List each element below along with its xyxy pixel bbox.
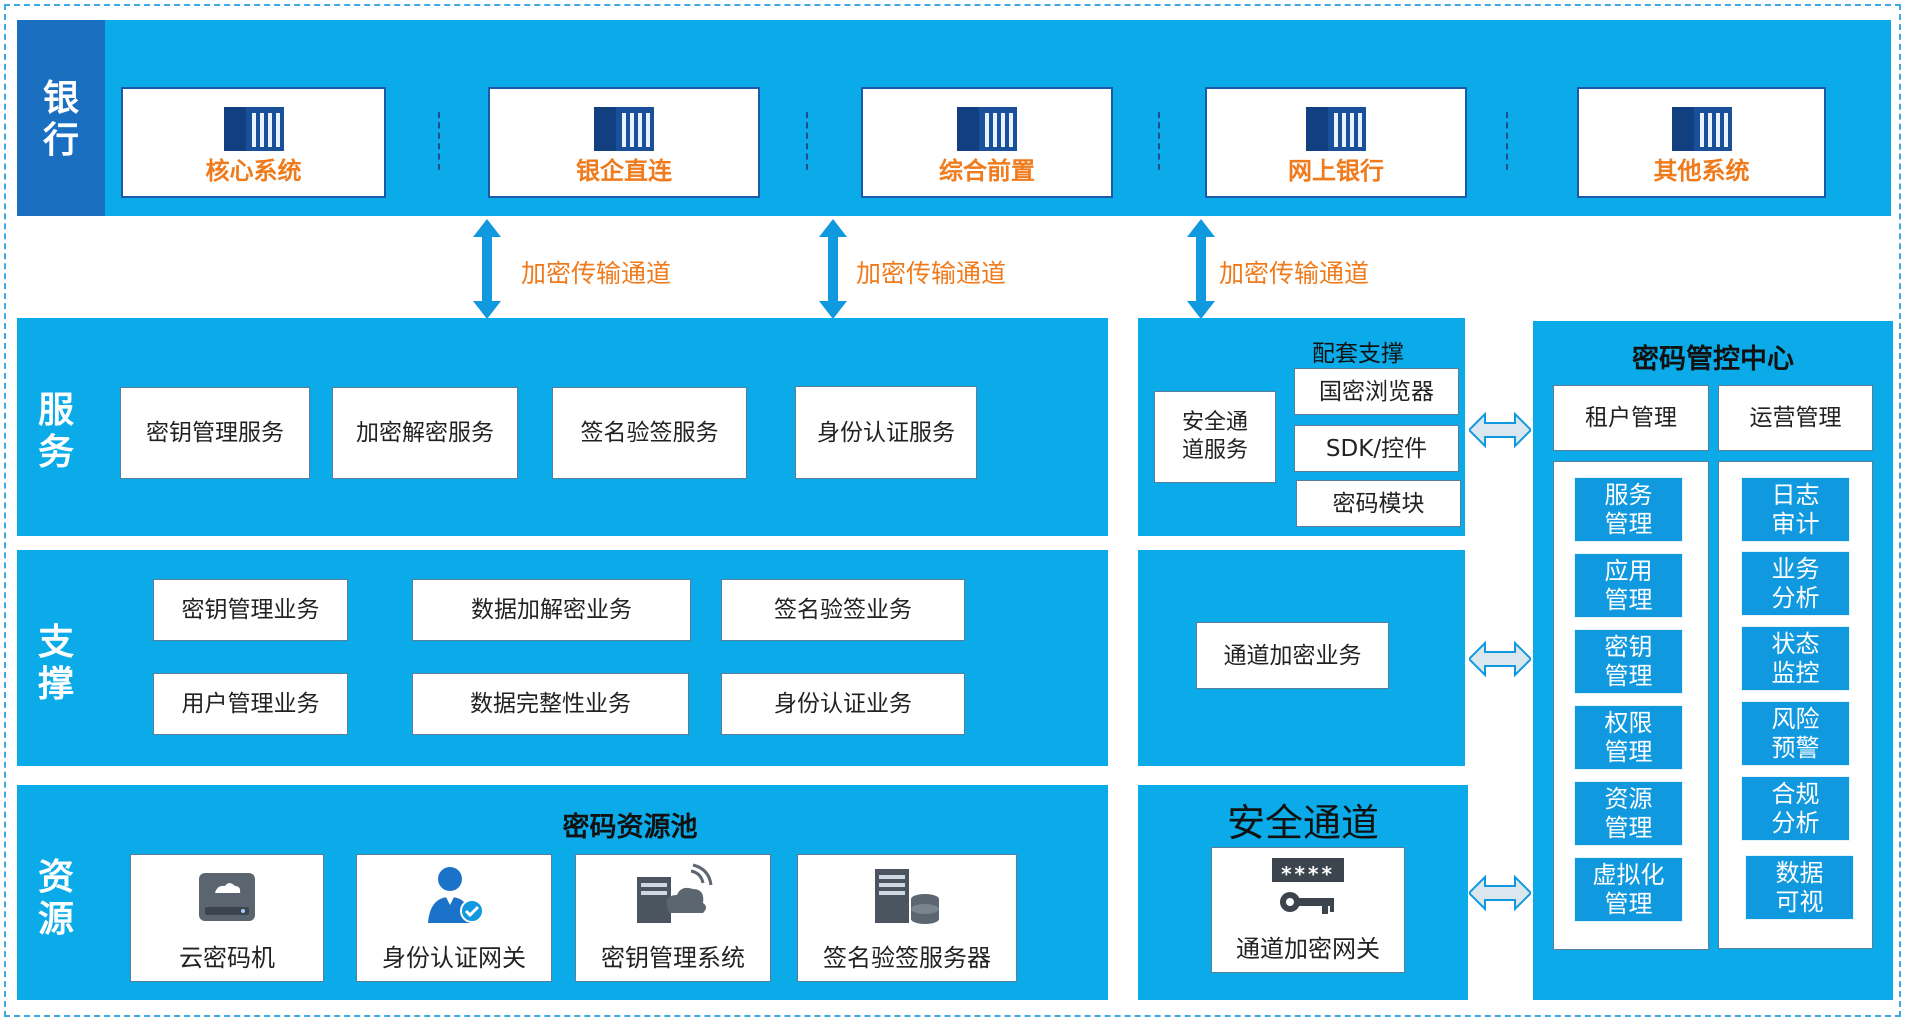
double-arrow-horizontal-icon <box>1469 411 1531 449</box>
divider <box>1158 112 1160 170</box>
ops-data-visualization[interactable]: 数据 可视 <box>1745 855 1854 920</box>
ops-status-monitor[interactable]: 状态 监控 <box>1741 626 1850 691</box>
bank-system-label: 其他系统 <box>1653 157 1750 185</box>
support-data-integrity[interactable]: 数据完整性业务 <box>412 673 689 735</box>
resource-label-text: 云密码机 <box>179 944 275 972</box>
support-identity-auth[interactable]: 身份认证业务 <box>721 673 965 735</box>
password-key-icon <box>1272 858 1344 914</box>
divider <box>806 112 808 170</box>
support-section-title: 配套支撑 <box>1312 341 1404 367</box>
support-crypto-module[interactable]: 密码模块 <box>1296 480 1461 527</box>
divider <box>1506 112 1508 170</box>
resource-label: 资 源 <box>37 857 74 940</box>
tenant-app-management[interactable]: 应用 管理 <box>1574 553 1683 618</box>
user-verified-icon <box>428 867 484 923</box>
cloud-drive-icon <box>199 873 255 921</box>
resource-label-text: 签名验签服务器 <box>823 944 991 972</box>
secure-channel-service-box[interactable]: 安全通 道服务 <box>1154 391 1276 483</box>
support-sdk-control[interactable]: SDK/控件 <box>1294 425 1459 472</box>
gateway-label: 通道加密网关 <box>1236 935 1380 963</box>
ops-risk-warning[interactable]: 风险 预警 <box>1741 701 1850 766</box>
bank-system-label: 综合前置 <box>939 157 1035 185</box>
resource-cloud-crypto-machine[interactable]: 云密码机 <box>130 854 324 982</box>
resource-key-management-system[interactable]: 密钥管理系统 <box>575 854 771 982</box>
tenant-resource-management[interactable]: 资源 管理 <box>1574 781 1683 846</box>
service-identity-auth[interactable]: 身份认证服务 <box>795 386 977 479</box>
resource-label-text: 密钥管理系统 <box>601 944 745 972</box>
tenant-key-management[interactable]: 密钥 管理 <box>1574 629 1683 694</box>
tenant-permission-management[interactable]: 权限 管理 <box>1574 705 1683 770</box>
resource-identity-gateway[interactable]: 身份认证网关 <box>356 854 552 982</box>
support-label: 支 撑 <box>37 622 74 705</box>
key-mask-text: **** <box>1281 862 1335 886</box>
resource-label-text: 身份认证网关 <box>382 944 526 972</box>
server-database-icon <box>875 869 939 924</box>
support-user-management[interactable]: 用户管理业务 <box>153 673 348 735</box>
double-arrow-vertical-icon <box>1187 219 1215 319</box>
service-sign-verify[interactable]: 签名验签服务 <box>552 387 747 479</box>
support-gm-browser[interactable]: 国密浏览器 <box>1294 368 1459 415</box>
bank-system-other[interactable]: 其他系统 <box>1577 87 1826 198</box>
server-building-icon <box>1671 107 1732 151</box>
service-label: 服 务 <box>37 390 74 473</box>
bank-system-label: 网上银行 <box>1288 157 1384 185</box>
double-arrow-horizontal-icon <box>1469 640 1531 678</box>
control-center-title: 密码管控中心 <box>1632 344 1794 375</box>
server-building-icon <box>1306 107 1366 151</box>
crypto-resource-pool-title: 密码资源池 <box>562 812 698 843</box>
service-key-management[interactable]: 密钥管理服务 <box>120 387 310 479</box>
bank-system-direct[interactable]: 银企直连 <box>488 87 760 198</box>
channel-encrypt-gateway[interactable]: **** 通道加密网关 <box>1211 847 1405 973</box>
double-arrow-vertical-icon <box>819 219 847 319</box>
secure-channel-title: 安全通道 <box>1226 801 1379 845</box>
bank-system-core[interactable]: 核心系统 <box>121 87 386 198</box>
divider <box>438 112 440 170</box>
server-building-icon <box>223 107 284 151</box>
bank-system-online[interactable]: 网上银行 <box>1205 87 1467 198</box>
support-data-encrypt[interactable]: 数据加解密业务 <box>412 579 691 641</box>
double-arrow-vertical-icon <box>473 219 501 319</box>
tenant-service-management[interactable]: 服务 管理 <box>1574 477 1683 542</box>
bank-system-frontend[interactable]: 综合前置 <box>861 87 1113 198</box>
ops-management-header[interactable]: 运营管理 <box>1718 385 1873 451</box>
encrypted-channel-label: 加密传输通道 <box>856 259 1007 288</box>
bank-system-label: 核心系统 <box>205 157 302 185</box>
tenant-management-header[interactable]: 租户管理 <box>1553 385 1709 451</box>
bank-side-panel: 银 行 <box>17 20 105 216</box>
server-building-icon <box>594 107 654 151</box>
support-key-management[interactable]: 密钥管理业务 <box>153 579 348 641</box>
channel-encrypt-business[interactable]: 通道加密业务 <box>1196 622 1389 689</box>
encrypted-channel-label: 加密传输通道 <box>1219 259 1370 288</box>
bank-system-label: 银企直连 <box>576 157 672 185</box>
resource-sign-verify-server[interactable]: 签名验签服务器 <box>797 854 1017 982</box>
bank-label: 银 行 <box>42 78 79 161</box>
service-encrypt-decrypt[interactable]: 加密解密服务 <box>332 387 518 479</box>
ops-compliance-analysis[interactable]: 合规 分析 <box>1741 776 1850 841</box>
support-sign-verify[interactable]: 签名验签业务 <box>721 579 965 641</box>
encrypted-channel-label: 加密传输通道 <box>521 259 672 288</box>
ops-business-analysis[interactable]: 业务 分析 <box>1741 551 1850 616</box>
ops-log-audit[interactable]: 日志 审计 <box>1741 477 1850 542</box>
double-arrow-horizontal-icon <box>1469 874 1531 912</box>
tenant-virtualization-management[interactable]: 虚拟化 管理 <box>1574 857 1683 922</box>
outer-dashed-frame <box>4 4 1901 1017</box>
server-building-icon <box>957 107 1017 151</box>
server-cloud-icon <box>637 863 713 923</box>
